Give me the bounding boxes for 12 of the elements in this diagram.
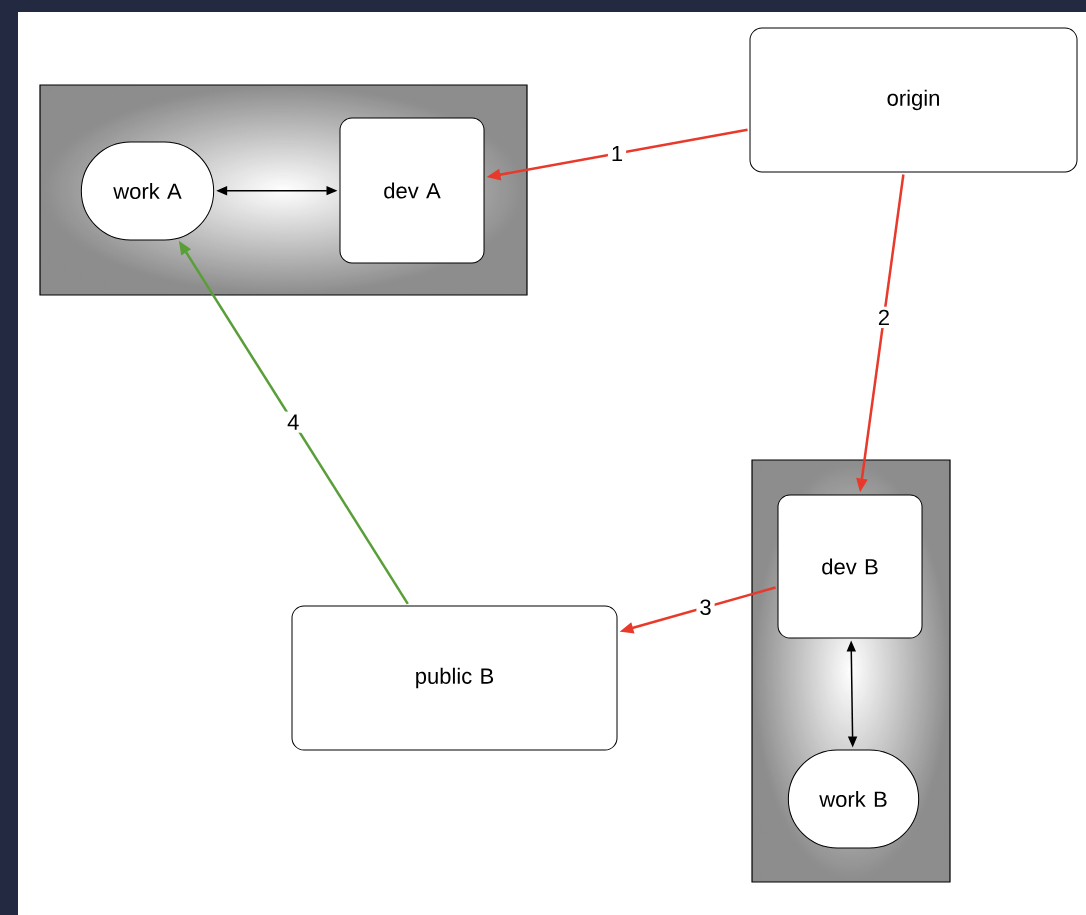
edge-label: 3 — [700, 599, 711, 616]
group-panel — [751, 459, 951, 883]
terminal-node: work A — [80, 141, 215, 241]
terminal-node: work B — [787, 749, 920, 849]
process-box: dev B — [777, 494, 923, 639]
process-box: origin — [749, 27, 1078, 173]
group-panel — [39, 84, 528, 296]
process-box: dev A — [339, 117, 485, 264]
edge-label: 1 — [612, 145, 623, 162]
edge-label: 2 — [878, 309, 889, 326]
process-box: public B — [291, 605, 618, 751]
edge-label: 4 — [287, 414, 299, 430]
